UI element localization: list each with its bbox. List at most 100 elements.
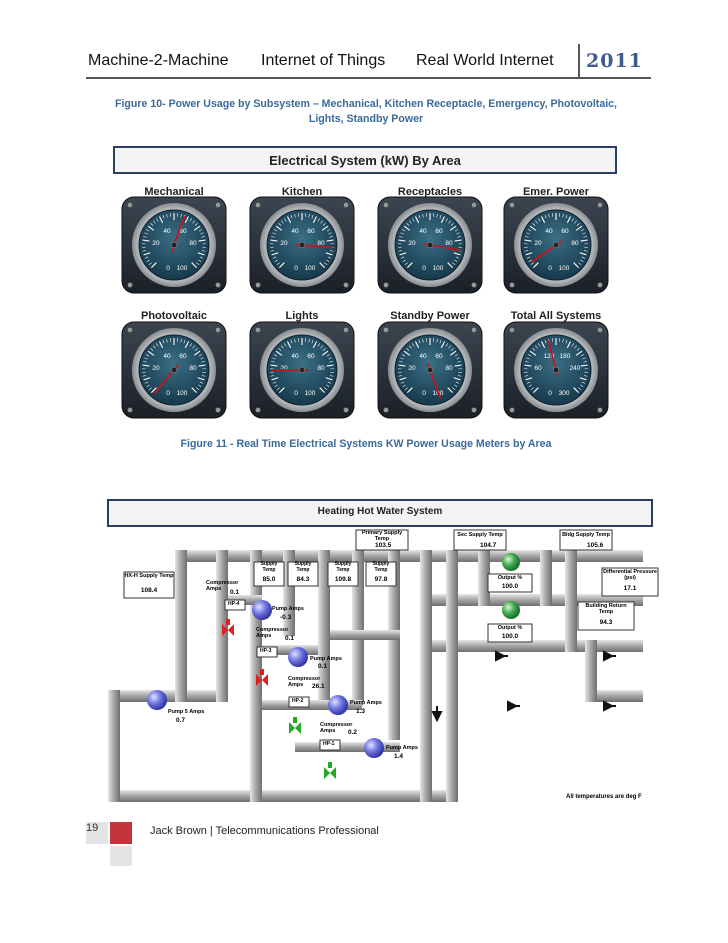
- pump2-label: Pump Amps: [350, 700, 382, 706]
- pump3-label: Pump Amps: [310, 656, 342, 662]
- pump3-value: 0.1: [318, 663, 328, 670]
- supply-temp-1-label: Supply Temp: [260, 561, 278, 573]
- header-divider: [578, 44, 580, 77]
- hp2-label: HP-2: [292, 698, 304, 704]
- figure11-caption: Figure 11 - Real Time Electrical Systems…: [180, 438, 552, 450]
- supply-temp-4-label: Supply Temp: [372, 561, 390, 573]
- pipe-bldg-return-riser: [585, 640, 597, 702]
- header-year: 2011: [586, 50, 643, 72]
- output2-label: Output %: [497, 625, 523, 631]
- pipe-bldg-return: [432, 640, 643, 652]
- footer-block-grey: [86, 822, 108, 844]
- output2-value: 100.0: [501, 633, 519, 640]
- pipe-left-riser: [108, 690, 120, 802]
- electrical-panel-title: Electrical System (kW) By Area: [269, 153, 461, 168]
- primary-supply-value: 103.5: [375, 542, 392, 549]
- pipe-main-riser: [420, 550, 432, 802]
- hhw-title: Heating Hot Water System: [317, 506, 443, 517]
- diff-pressure-value: 17.1: [623, 585, 637, 592]
- output-pump1-icon: [502, 553, 520, 571]
- pipe-hp1-riser: [352, 550, 364, 702]
- pump4-value: -0.3: [280, 614, 292, 621]
- bldg-supply-label: Bldg Supply Temp: [562, 532, 610, 538]
- supply-temp-2-value: 84.3: [296, 576, 310, 583]
- pipe-pump5: [108, 690, 228, 702]
- gauge-label: Total All Systems: [510, 310, 602, 322]
- hp3-label: HP-3: [260, 648, 272, 654]
- output-pump2-icon: [502, 601, 520, 619]
- hp1-label: HP-1: [323, 741, 335, 747]
- supply-temp-1-value: 85.0: [262, 576, 276, 583]
- pump2-icon: [328, 695, 348, 715]
- pump4-label: Pump Amps: [272, 606, 304, 612]
- gauge-label: Kitchen: [281, 186, 323, 198]
- pipe-return-main: [446, 550, 458, 802]
- hxh-value: 108.4: [140, 587, 158, 594]
- header-title-m2m: Machine-2-Machine: [88, 52, 229, 69]
- supply-temp-4-value: 97.8: [374, 576, 388, 583]
- sec-supply-value: 104.7: [480, 542, 497, 549]
- hp4-label: HP-4: [228, 601, 240, 607]
- pump1-value: 1.4: [394, 753, 404, 760]
- output1-value: 100.0: [501, 583, 519, 590]
- comp1-label: Compressor Amps: [320, 722, 353, 734]
- comp3-label: Compressor Amps: [256, 627, 289, 639]
- running-header: Machine-2-Machine Internet of Things Rea…: [86, 44, 651, 79]
- comp2-label: Compressor Amps: [288, 676, 321, 688]
- pipe-pump-b: [540, 550, 552, 606]
- gauge-label: Receptacles: [397, 186, 463, 198]
- gauge-label: Photovoltaic: [140, 310, 207, 322]
- pipe-bottom-return: [108, 790, 458, 802]
- comp1-value: 0.2: [348, 729, 358, 736]
- valve-hp2-icon: [289, 717, 301, 734]
- page-number: 19: [86, 822, 99, 834]
- comp2-value: 26.1: [312, 683, 325, 690]
- gauge-label: Emer. Power: [522, 186, 590, 198]
- pump5-label: Pump 5 Amps: [168, 709, 205, 715]
- supply-temp-3-label: Supply Temp: [334, 561, 352, 573]
- pump5-value: 0.7: [176, 717, 186, 724]
- bldg-return-value: 94.3: [599, 619, 613, 626]
- pipe-hx-riser: [175, 550, 187, 702]
- pump3-icon: [288, 647, 308, 667]
- comp4-value: 0.1: [230, 589, 240, 596]
- footer-block-red: [110, 822, 132, 844]
- valve-hp4-icon: [222, 619, 234, 636]
- pump1-icon: [364, 738, 384, 758]
- header-rule: [86, 77, 651, 79]
- footer-author: Jack Brown | Telecommunications Professi…: [150, 825, 379, 837]
- sec-supply-label: Sec Supply Temp: [457, 532, 503, 538]
- gauge-label: Mechanical: [144, 186, 204, 198]
- primary-supply-label: Primary Supply Temp: [361, 530, 403, 542]
- gauge-label: Lights: [285, 310, 319, 322]
- pipe-hp2-riser: [318, 550, 330, 706]
- figure10-caption-line1: Figure 10- Power Usage by Subsystem – Me…: [115, 98, 617, 110]
- temperature-note: All temperatures are deg F: [566, 794, 642, 800]
- bldg-supply-value: 105.6: [587, 542, 604, 549]
- header-title-iot: Internet of Things: [261, 52, 386, 69]
- comp3-value: 0.1: [285, 635, 295, 642]
- valve-hp3-icon: [256, 669, 268, 686]
- electrical-panel-header: Electrical System (kW) By Area: [113, 146, 617, 174]
- pump5-icon: [147, 690, 167, 710]
- pipe-bldg-riser: [565, 550, 577, 652]
- bldg-return-label: Building Return Temp: [585, 603, 627, 615]
- pump2-value: 1.3: [356, 708, 366, 715]
- pump1-label: Pump Amps: [386, 745, 418, 751]
- pump4-icon: [252, 600, 272, 620]
- footer-block-grey-lower: [110, 846, 132, 866]
- comp4-label: Compressor Amps: [206, 580, 239, 592]
- figure10-caption-line2: Lights, Standby Power: [308, 113, 424, 125]
- supply-temp-2-label: Supply Temp: [294, 561, 312, 573]
- hxh-label: HX-H Supply Temp: [124, 573, 174, 579]
- diff-pressure-label: Differential Pressure (psi): [603, 569, 657, 581]
- pipe-return-stub: [585, 690, 643, 702]
- pipe-return-riser: [388, 550, 400, 740]
- output1-label: Output %: [497, 575, 523, 581]
- header-title-rwi: Real World Internet: [416, 52, 554, 69]
- gauge-label: Standby Power: [390, 310, 470, 322]
- hhw-title-bar: [107, 499, 653, 527]
- valve-hp1-icon: [324, 762, 336, 779]
- supply-temp-3-value: 109.8: [334, 576, 352, 583]
